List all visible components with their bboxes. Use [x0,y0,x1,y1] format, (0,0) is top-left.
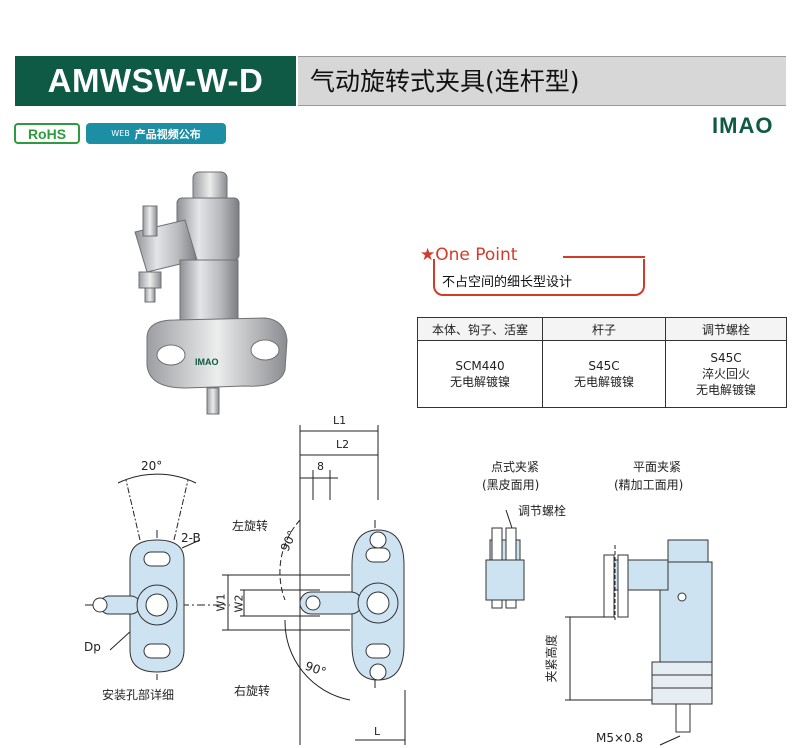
table-header: 调节螺栓 [665,317,787,341]
dim-l2: L2 [336,438,350,451]
dim-w2: W2 [232,594,246,613]
dim-8: 8 [317,460,324,473]
product-photo: IMAO [134,171,288,415]
clamp-height-label: 夹紧高度 [544,634,559,683]
table-header-row: 本体、钩子、活塞 杆子 调节螺栓 [417,317,787,341]
cell-line: SCM440 [455,359,505,373]
adjust-bolt-label: 调节螺栓 [518,504,567,518]
right-rotation-label: 右旋转 [234,684,271,698]
mounting-detail-part [92,539,185,673]
table-header: 本体、钩子、活塞 [417,317,543,341]
one-point-rule [563,256,645,258]
table-cell: S45C 淬火回火 无电解镀镍 [665,340,787,408]
dim-w1: W1 [214,593,228,612]
one-point-label: ★One Point [420,245,518,265]
cell-line: 淬火回火 [701,367,750,381]
material-table: 本体、钩子、活塞 杆子 调节螺栓 SCM440 无电解镀镍 S45C 无电解镀镍… [417,317,787,408]
hole-label: 2-B [181,531,201,545]
table-row: SCM440 无电解镀镍 S45C 无电解镀镍 S45C 淬火回火 无电解镀镍 [417,340,787,408]
cell-line: S45C [710,351,742,365]
flat-clamp-sub: (精加工面用) [614,478,684,492]
product-title: 气动旋转式夹具(连杆型) [310,67,580,96]
one-point-text: 不占空间的细长型设计 [442,275,573,290]
cell-line: 无电解镀镍 [449,375,510,389]
dp-label: Dp [84,640,101,654]
web-video-label: 产品视频公布 [134,127,201,141]
dim-l: L [374,725,381,738]
one-point-box [433,259,645,296]
point-clamp-title: 点式夹紧 [491,460,540,474]
flat-clamp-view [565,539,713,746]
photo-engraved-logo: IMAO [195,357,219,367]
left-rotation-label: 左旋转 [232,519,269,533]
web-prefix: WEB [111,129,130,138]
cell-line: 无电解镀镍 [695,383,756,397]
web-video-badge[interactable]: WEB 产品视频公布 [86,123,226,144]
table-header: 杆子 [542,317,666,341]
cell-line: 无电解镀镍 [573,375,634,389]
thread-label: M5×0.8 [596,731,644,745]
plan-view-part [299,529,405,681]
rohs-badge: RoHS [14,123,80,144]
flat-clamp-title: 平面夹紧 [633,460,682,474]
detail-caption: 安装孔部详细 [102,688,175,702]
table-cell: SCM440 无电解镀镍 [417,340,543,408]
dim-l1: L1 [333,414,347,427]
brand-logo: IMAO [712,113,774,138]
point-clamp-sub: (黑皮面用) [482,478,540,492]
angle-label: 20° [141,459,163,473]
angle-arc [117,473,197,484]
table-cell: S45C 无电解镀镍 [542,340,666,408]
cell-line: S45C [588,359,620,373]
title-bar [298,56,786,106]
point-clamp-view [485,509,525,609]
model-number: AMWSW-W-D [15,56,296,106]
